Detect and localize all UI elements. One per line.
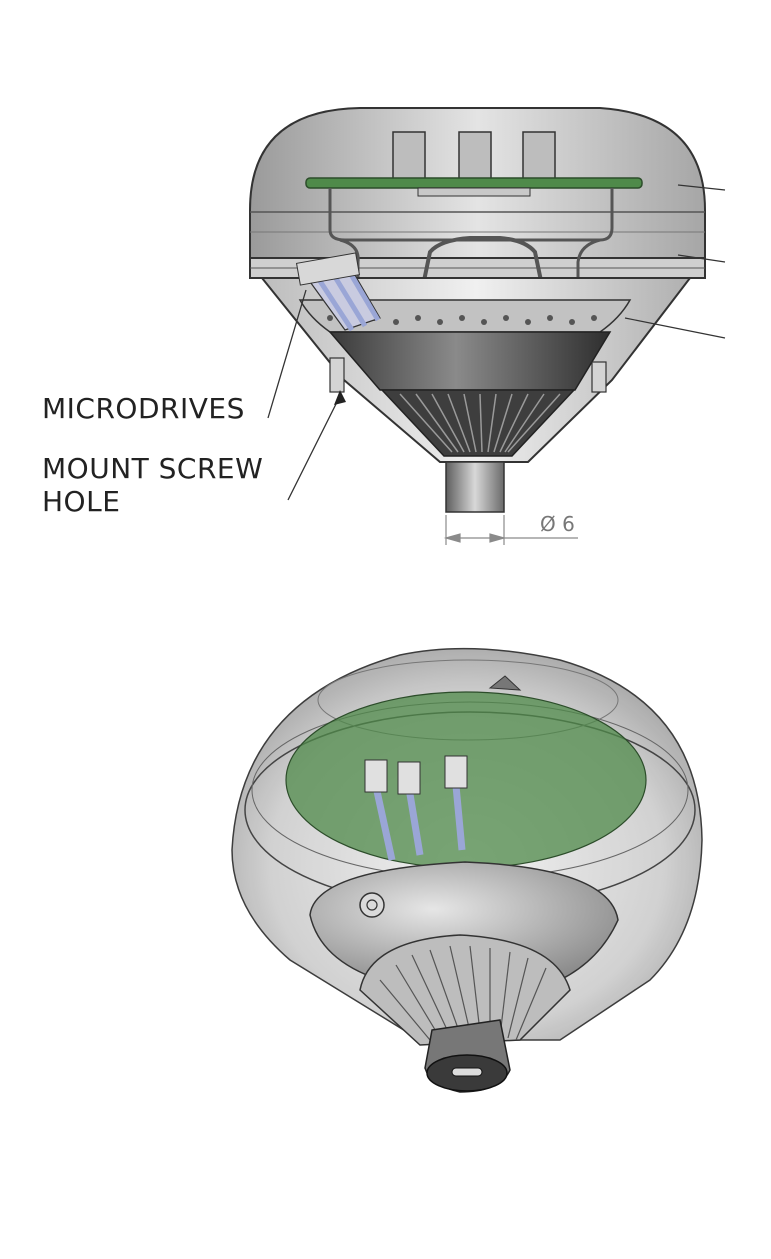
ribbed-cone — [380, 389, 576, 457]
mount-screw-boss — [329, 357, 345, 393]
leader-line — [677, 184, 726, 191]
section-view — [249, 107, 726, 545]
pcb-board — [305, 177, 643, 189]
microdrive-assembly — [295, 252, 381, 332]
output-tube — [445, 461, 505, 513]
isometric-view — [231, 647, 703, 1093]
arrow-head — [334, 390, 346, 405]
connector-post — [392, 131, 426, 181]
iso-ribbed-cone — [359, 934, 571, 1046]
microdrives-label: MICRODRIVES — [42, 392, 245, 425]
iso-microdrives — [364, 755, 468, 861]
iso-mount-screw-hole — [359, 892, 385, 918]
diameter-dimension — [443, 515, 578, 545]
mount-screw-leader — [287, 395, 341, 501]
inner-cone — [328, 331, 612, 391]
leader-line — [624, 317, 726, 339]
iso-upper-cone — [309, 861, 619, 981]
diameter-label: Ø 6 — [540, 512, 575, 536]
connector-post — [522, 131, 556, 181]
microdrives-leader — [267, 289, 307, 419]
leader-line — [677, 254, 726, 263]
connector-post — [458, 131, 492, 181]
mount-screw-label-line2: HOLE — [42, 485, 121, 518]
mount-screw-label: MOUNT SCREW — [42, 452, 264, 485]
